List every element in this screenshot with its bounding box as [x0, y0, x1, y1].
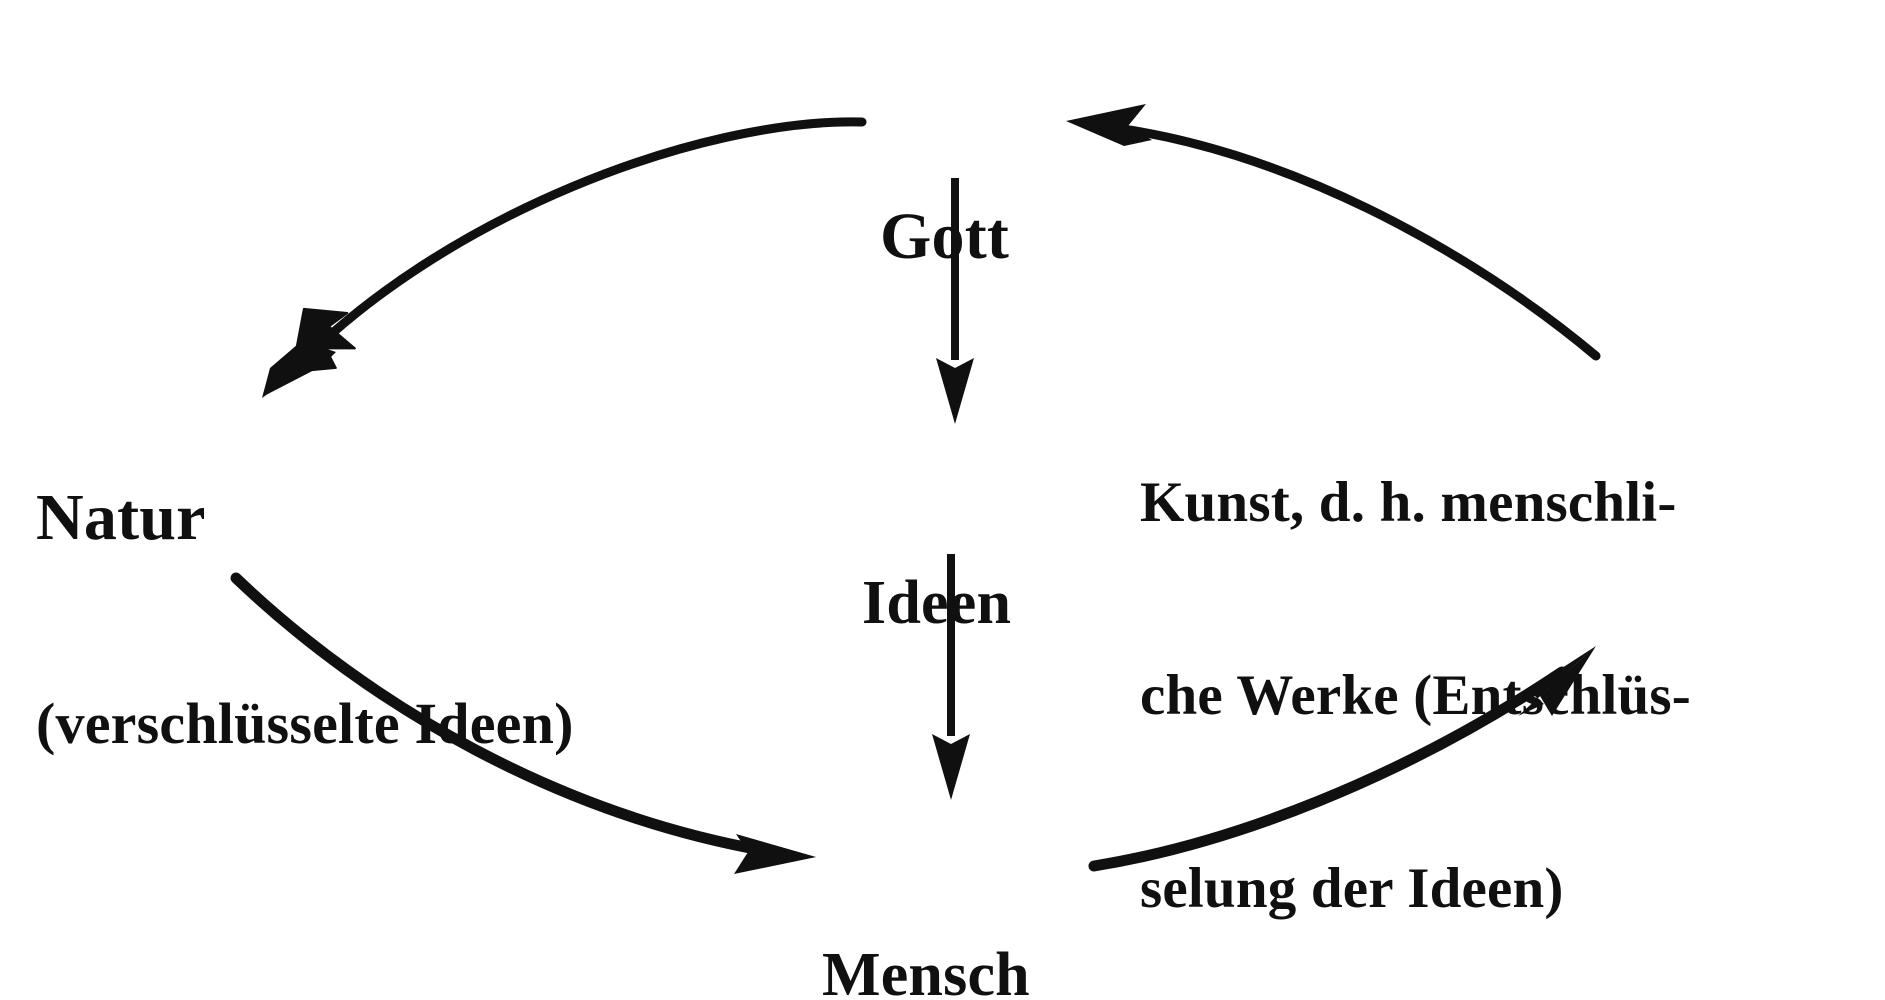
node-kunst-label-line3: selung der Ideen)	[1140, 857, 1564, 921]
node-gott: Gott	[880, 62, 1009, 412]
edge-mensch-to-kunst	[1088, 646, 1596, 872]
node-natur-label: Natur	[36, 481, 206, 555]
node-gott-label: Gott	[880, 199, 1010, 273]
edge-kunst-to-gott	[1066, 104, 1601, 361]
node-kunst-label-line1: Kunst, d. h. menschli-	[1140, 470, 1677, 534]
node-kunst: Kunst, d. h. menschli- che Werke (Entsch…	[1140, 352, 1691, 1000]
edge-ideen-to-mensch	[932, 554, 970, 800]
node-kunst-label-line2: che Werke (Entschlüs-	[1140, 664, 1691, 728]
node-natur: Natur (verschlüsselte Ideen)	[36, 352, 574, 886]
edge-gott-to-natur	[262, 117, 867, 398]
edge-natur-to-mensch	[230, 572, 816, 874]
node-natur-sublabel: (verschlüsselte Ideen)	[36, 690, 574, 756]
node-mensch: Mensch	[822, 812, 1030, 1000]
edge-gott-to-ideen	[936, 178, 974, 424]
node-ideen-label: Ideen	[862, 569, 1012, 638]
node-ideen: Ideen	[862, 440, 1011, 769]
node-mensch-label: Mensch	[822, 941, 1030, 1000]
